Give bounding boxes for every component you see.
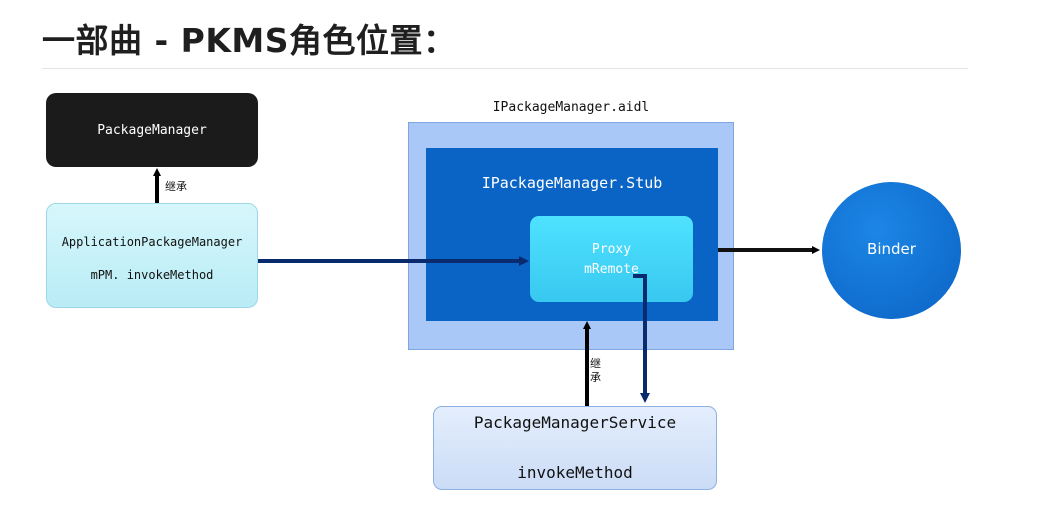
stub-label: IPackageManager.Stub	[481, 174, 663, 192]
pms-method-label: invokeMethod	[517, 463, 633, 482]
title-divider	[42, 68, 968, 69]
page-title: 一部曲 - PKMS角色位置：	[42, 21, 457, 60]
mremote-label: mRemote	[584, 262, 639, 277]
package-manager-node: PackageManager	[46, 93, 258, 167]
inherit-label-1: 继承	[165, 180, 187, 193]
proxy-node: Proxy mRemote	[530, 216, 693, 302]
binder-node: Binder	[822, 182, 961, 319]
apm-method-label: mPM. invokeMethod	[90, 268, 214, 282]
inherit-label-2: 继承	[590, 357, 601, 384]
package-manager-label: PackageManager	[97, 122, 207, 138]
proxy-label: Proxy	[591, 242, 632, 257]
binder-label: Binder	[867, 239, 916, 258]
aidl-label: IPackageManager.aidl	[492, 100, 650, 115]
pms-label: PackageManagerService	[473, 413, 677, 432]
call-arrow-mremote-to-pms	[633, 274, 650, 403]
application-package-manager-node: ApplicationPackageManager mPM. invokeMet…	[46, 203, 258, 308]
apm-label: ApplicationPackageManager	[61, 235, 243, 249]
package-manager-service-node: PackageManagerService invokeMethod	[433, 406, 717, 490]
